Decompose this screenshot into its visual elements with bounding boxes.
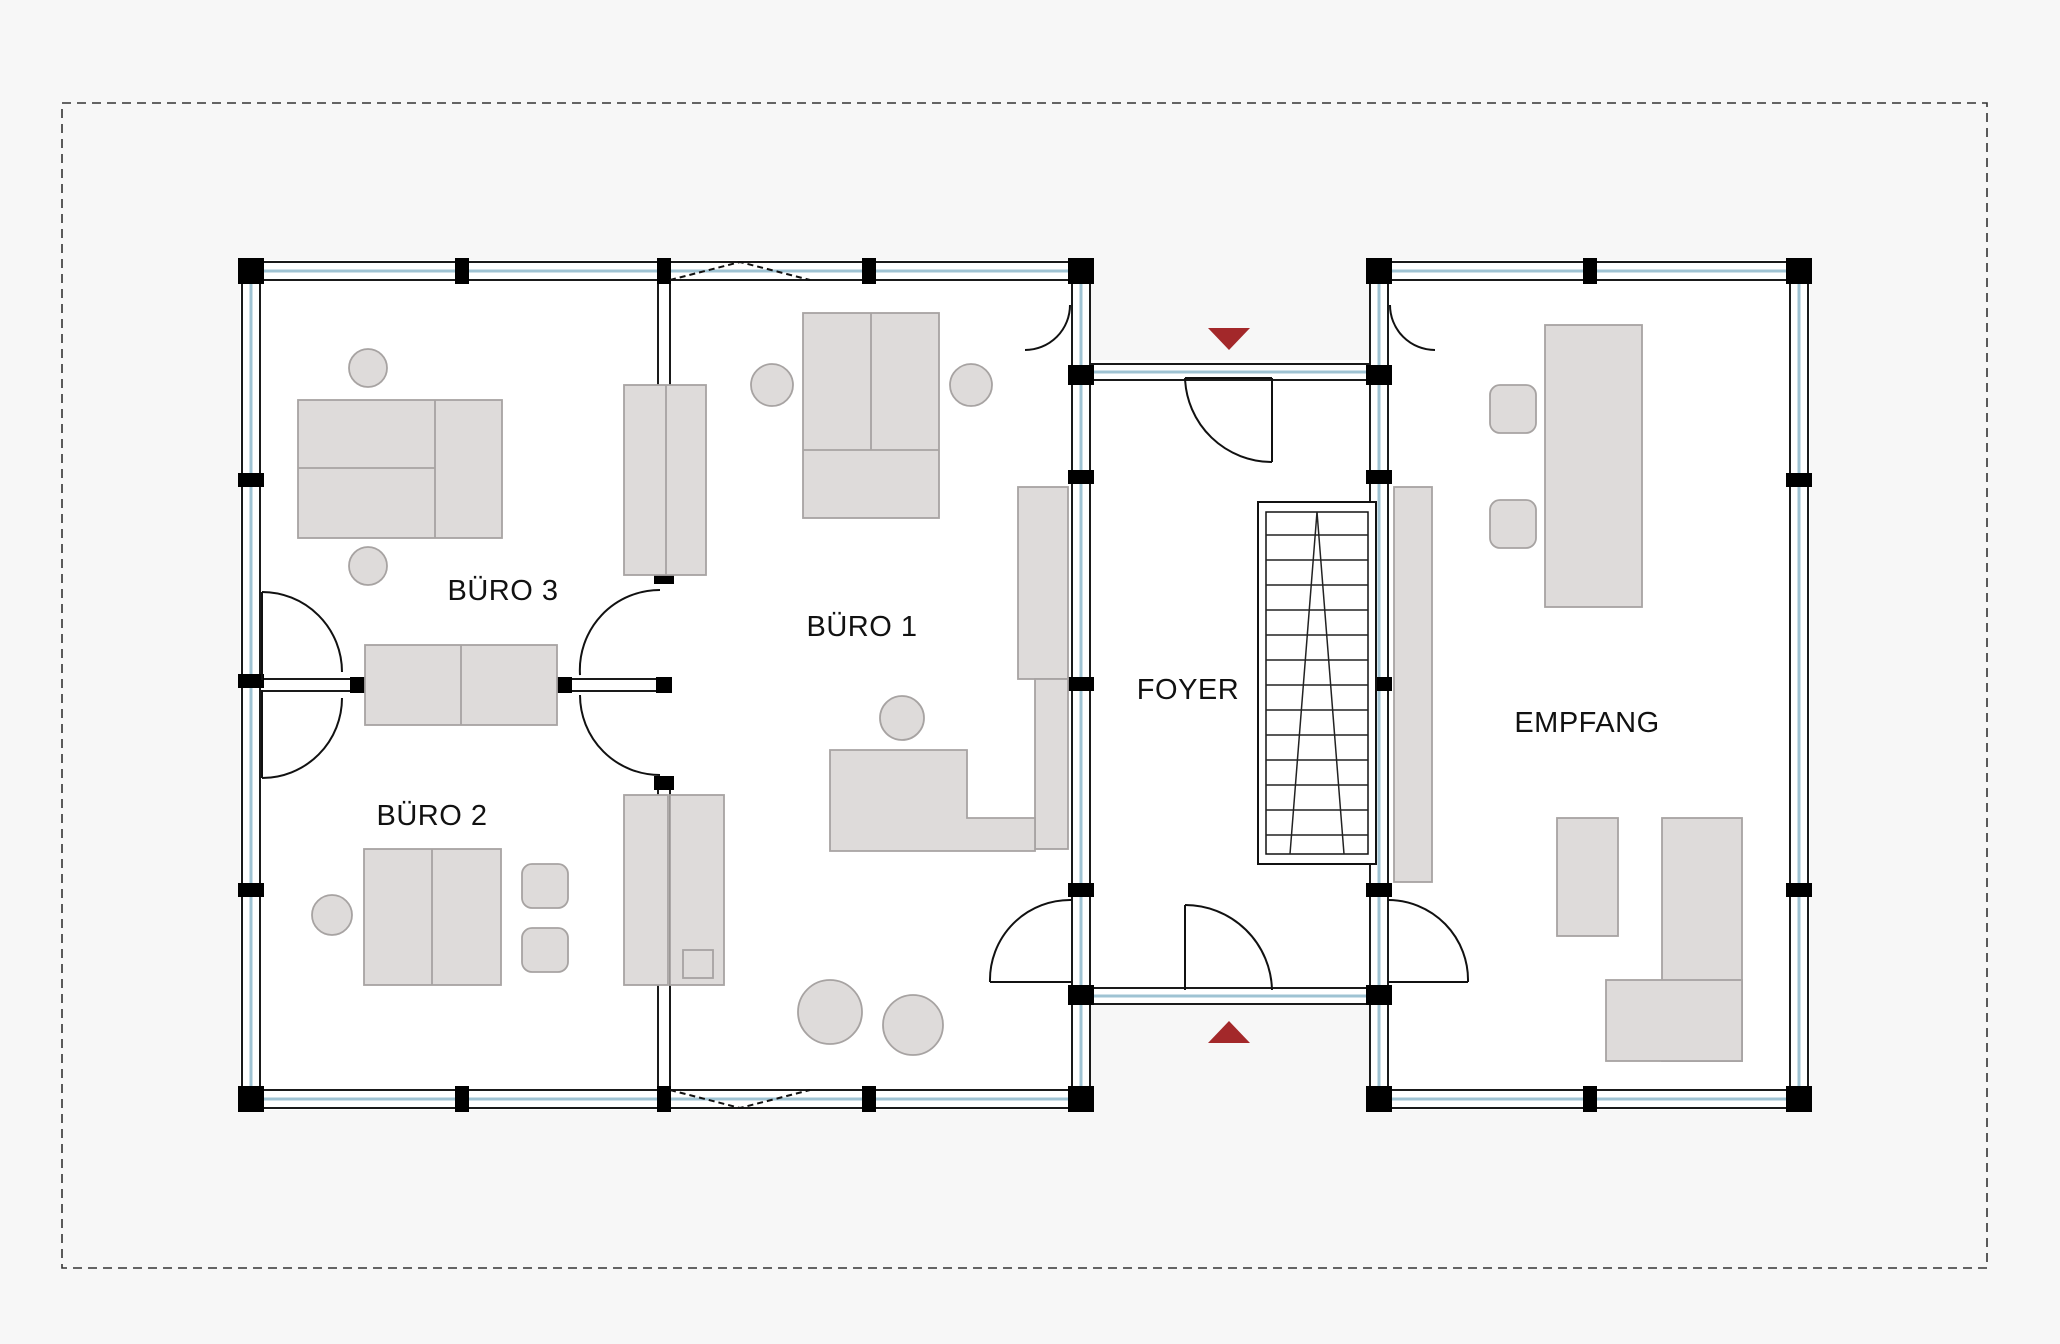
room-label-buero-1: BÜRO 1 xyxy=(807,611,918,643)
room-labels: BÜRO 3 BÜRO 1 BÜRO 2 FOYER EMPFANG xyxy=(377,575,1660,832)
room-label-empfang: EMPFANG xyxy=(1514,707,1659,739)
entrance-markers xyxy=(1208,328,1250,1043)
staircase xyxy=(1257,501,1377,865)
entrance-arrow-top xyxy=(1208,328,1250,350)
furniture xyxy=(297,312,1743,1062)
plot-boundary xyxy=(61,102,1988,1269)
doors xyxy=(261,260,1470,1110)
room-label-buero-3: BÜRO 3 xyxy=(448,575,559,607)
entrance-arrow-bottom xyxy=(1208,1021,1250,1043)
room-label-foyer: FOYER xyxy=(1137,674,1239,706)
room-label-buero-2: BÜRO 2 xyxy=(377,800,488,832)
pillars xyxy=(238,258,1812,1112)
